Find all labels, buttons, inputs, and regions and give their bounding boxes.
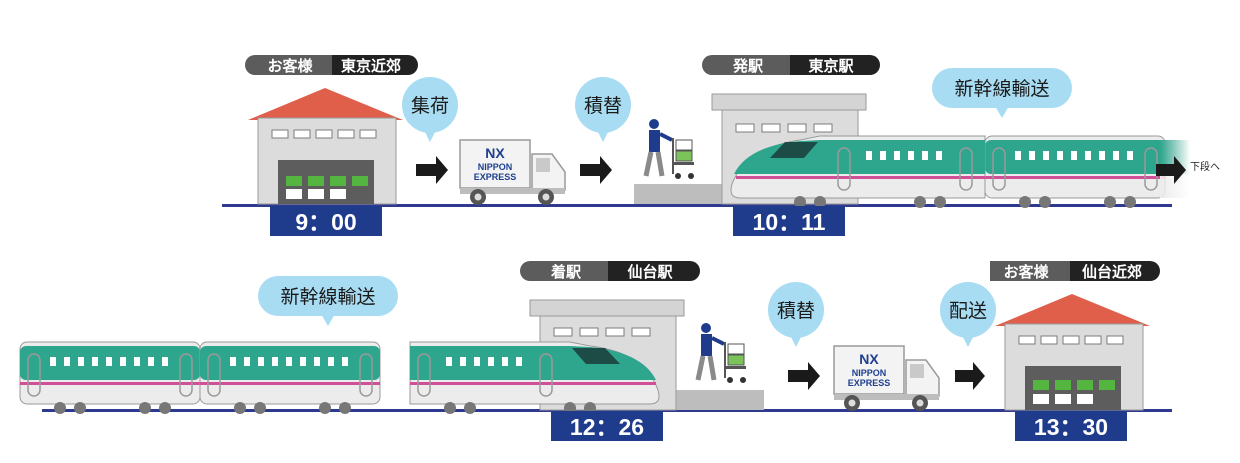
svg-text:新幹線輸送: 新幹線輸送	[954, 78, 1049, 100]
time-box-delivery: 13：30	[1015, 411, 1127, 441]
shinkansen-bubble-top: 新幹線輸送	[932, 68, 1072, 118]
svg-text:NX: NX	[859, 351, 879, 367]
svg-text:お客様: お客様	[1003, 263, 1049, 281]
svg-text:発駅: 発駅	[732, 57, 764, 75]
svg-text:9：00: 9：00	[295, 209, 356, 235]
svg-text:12：26: 12：26	[570, 414, 644, 440]
arrow-icon	[1156, 156, 1186, 184]
time-box-arrival: 12：26	[551, 411, 663, 441]
destination-warehouse	[995, 294, 1150, 411]
arrow-icon	[416, 156, 448, 184]
shinkansen-train	[730, 135, 1190, 209]
svg-text:10：11: 10：11	[753, 209, 826, 235]
shinkansen-train	[19, 341, 660, 415]
origin-tag-right: 東京近郊	[341, 57, 401, 75]
time-box-pickup: 9：00	[270, 206, 382, 236]
delivery-truck: NX NIPPON EXPRESS	[833, 345, 940, 412]
departure-tag: 発駅 東京駅	[702, 55, 880, 75]
transfer-bubble: 積替	[575, 77, 631, 142]
svg-text:仙台駅: 仙台駅	[627, 263, 673, 281]
arrow-icon	[788, 362, 820, 390]
destination-tag: お客様 仙台近郊	[990, 261, 1160, 281]
svg-text:13：30: 13：30	[1034, 414, 1108, 440]
transfer-bubble-bottom: 積替	[768, 282, 824, 347]
svg-text:東京駅: 東京駅	[808, 57, 854, 75]
svg-text:新幹線輸送: 新幹線輸送	[280, 286, 375, 308]
next-row-note: 下段へ	[1190, 160, 1220, 173]
svg-text:NIPPON: NIPPON	[852, 368, 887, 378]
origin-tag: お客様 東京近郊	[245, 55, 418, 75]
origin-tag-left: お客様	[267, 57, 313, 75]
time-box-departure: 10：11	[733, 206, 845, 236]
origin-warehouse	[248, 88, 403, 205]
truck-logo-mark: NX	[485, 145, 505, 161]
shinkansen-bubble-bottom: 新幹線輸送	[258, 276, 398, 326]
svg-text:仙台近郊: 仙台近郊	[1082, 263, 1142, 281]
arrow-icon	[955, 362, 985, 390]
truck-logo-line2: EXPRESS	[474, 172, 517, 182]
svg-text:集荷: 集荷	[411, 95, 449, 117]
arrival-tag: 着駅 仙台駅	[520, 261, 700, 281]
svg-text:積替: 積替	[777, 300, 815, 322]
svg-text:EXPRESS: EXPRESS	[848, 378, 891, 388]
station-worker	[698, 323, 746, 383]
delivery-bubble: 配送	[940, 282, 996, 347]
pickup-bubble: 集荷	[402, 77, 458, 142]
svg-text:着駅: 着駅	[550, 263, 582, 281]
top-track-line	[222, 204, 1172, 207]
station-worker	[646, 119, 694, 179]
truck-logo-line1: NIPPON	[478, 162, 513, 172]
delivery-truck: NX NIPPON EXPRESS	[459, 139, 566, 206]
arrow-icon	[580, 156, 612, 184]
svg-text:配送: 配送	[949, 300, 987, 322]
svg-text:積替: 積替	[584, 95, 622, 117]
